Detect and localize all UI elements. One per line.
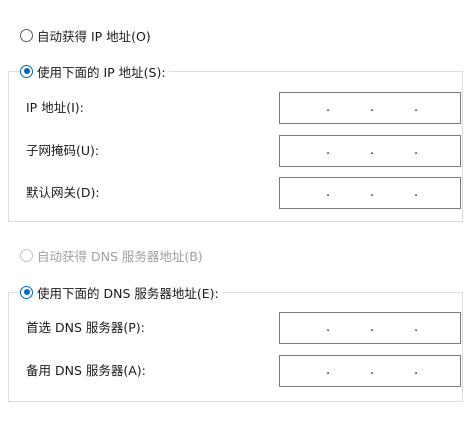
- auto-dns-radio[interactable]: 自动获得 DNS 服务器地址(B): [20, 246, 206, 264]
- radio-unchecked-icon: [20, 248, 33, 262]
- radio-checked-icon: [20, 64, 33, 78]
- ip-octet-separator: .: [414, 143, 419, 158]
- manual-ip-label: 使用下面的 IP 地址(S):: [37, 64, 166, 80]
- ip-octet-separator: .: [414, 185, 419, 200]
- subnet-mask-input[interactable]: . . .: [279, 135, 461, 167]
- ip-octet-separator: .: [414, 100, 419, 115]
- ip-settings-group: [8, 71, 463, 222]
- auto-ip-radio[interactable]: 自动获得 IP 地址(O): [20, 26, 154, 44]
- ip-octet-separator: .: [414, 363, 419, 378]
- alternate-dns-label: 备用 DNS 服务器(A):: [26, 363, 146, 378]
- ip-octet-separator: .: [370, 185, 375, 200]
- ip-octet-separator: .: [414, 320, 419, 335]
- ip-address-input[interactable]: . . .: [279, 92, 461, 124]
- ip-octet-separator: .: [326, 185, 331, 200]
- auto-ip-label: 自动获得 IP 地址(O): [37, 28, 151, 44]
- manual-dns-label: 使用下面的 DNS 服务器地址(E):: [37, 285, 219, 301]
- dns-settings-group: [8, 292, 463, 402]
- subnet-mask-label: 子网掩码(U):: [26, 143, 100, 158]
- ip-octet-separator: .: [370, 320, 375, 335]
- radio-checked-icon: [20, 285, 33, 299]
- ip-octet-separator: .: [370, 143, 375, 158]
- ip-address-label: IP 地址(I):: [26, 100, 84, 115]
- default-gateway-input[interactable]: . . .: [279, 177, 461, 209]
- manual-ip-radio[interactable]: 使用下面的 IP 地址(S):: [20, 62, 169, 80]
- ip-octet-separator: .: [326, 320, 331, 335]
- preferred-dns-label: 首选 DNS 服务器(P):: [26, 320, 145, 335]
- ip-octet-separator: .: [326, 363, 331, 378]
- alternate-dns-input[interactable]: . . .: [279, 355, 461, 387]
- manual-dns-radio[interactable]: 使用下面的 DNS 服务器地址(E):: [20, 283, 222, 301]
- default-gateway-label: 默认网关(D):: [26, 185, 100, 200]
- radio-unchecked-icon: [20, 28, 33, 42]
- preferred-dns-input[interactable]: . . .: [279, 312, 461, 344]
- ip-octet-separator: .: [326, 100, 331, 115]
- ip-octet-separator: .: [326, 143, 331, 158]
- ip-octet-separator: .: [370, 100, 375, 115]
- auto-dns-label: 自动获得 DNS 服务器地址(B): [37, 248, 203, 264]
- ip-octet-separator: .: [370, 363, 375, 378]
